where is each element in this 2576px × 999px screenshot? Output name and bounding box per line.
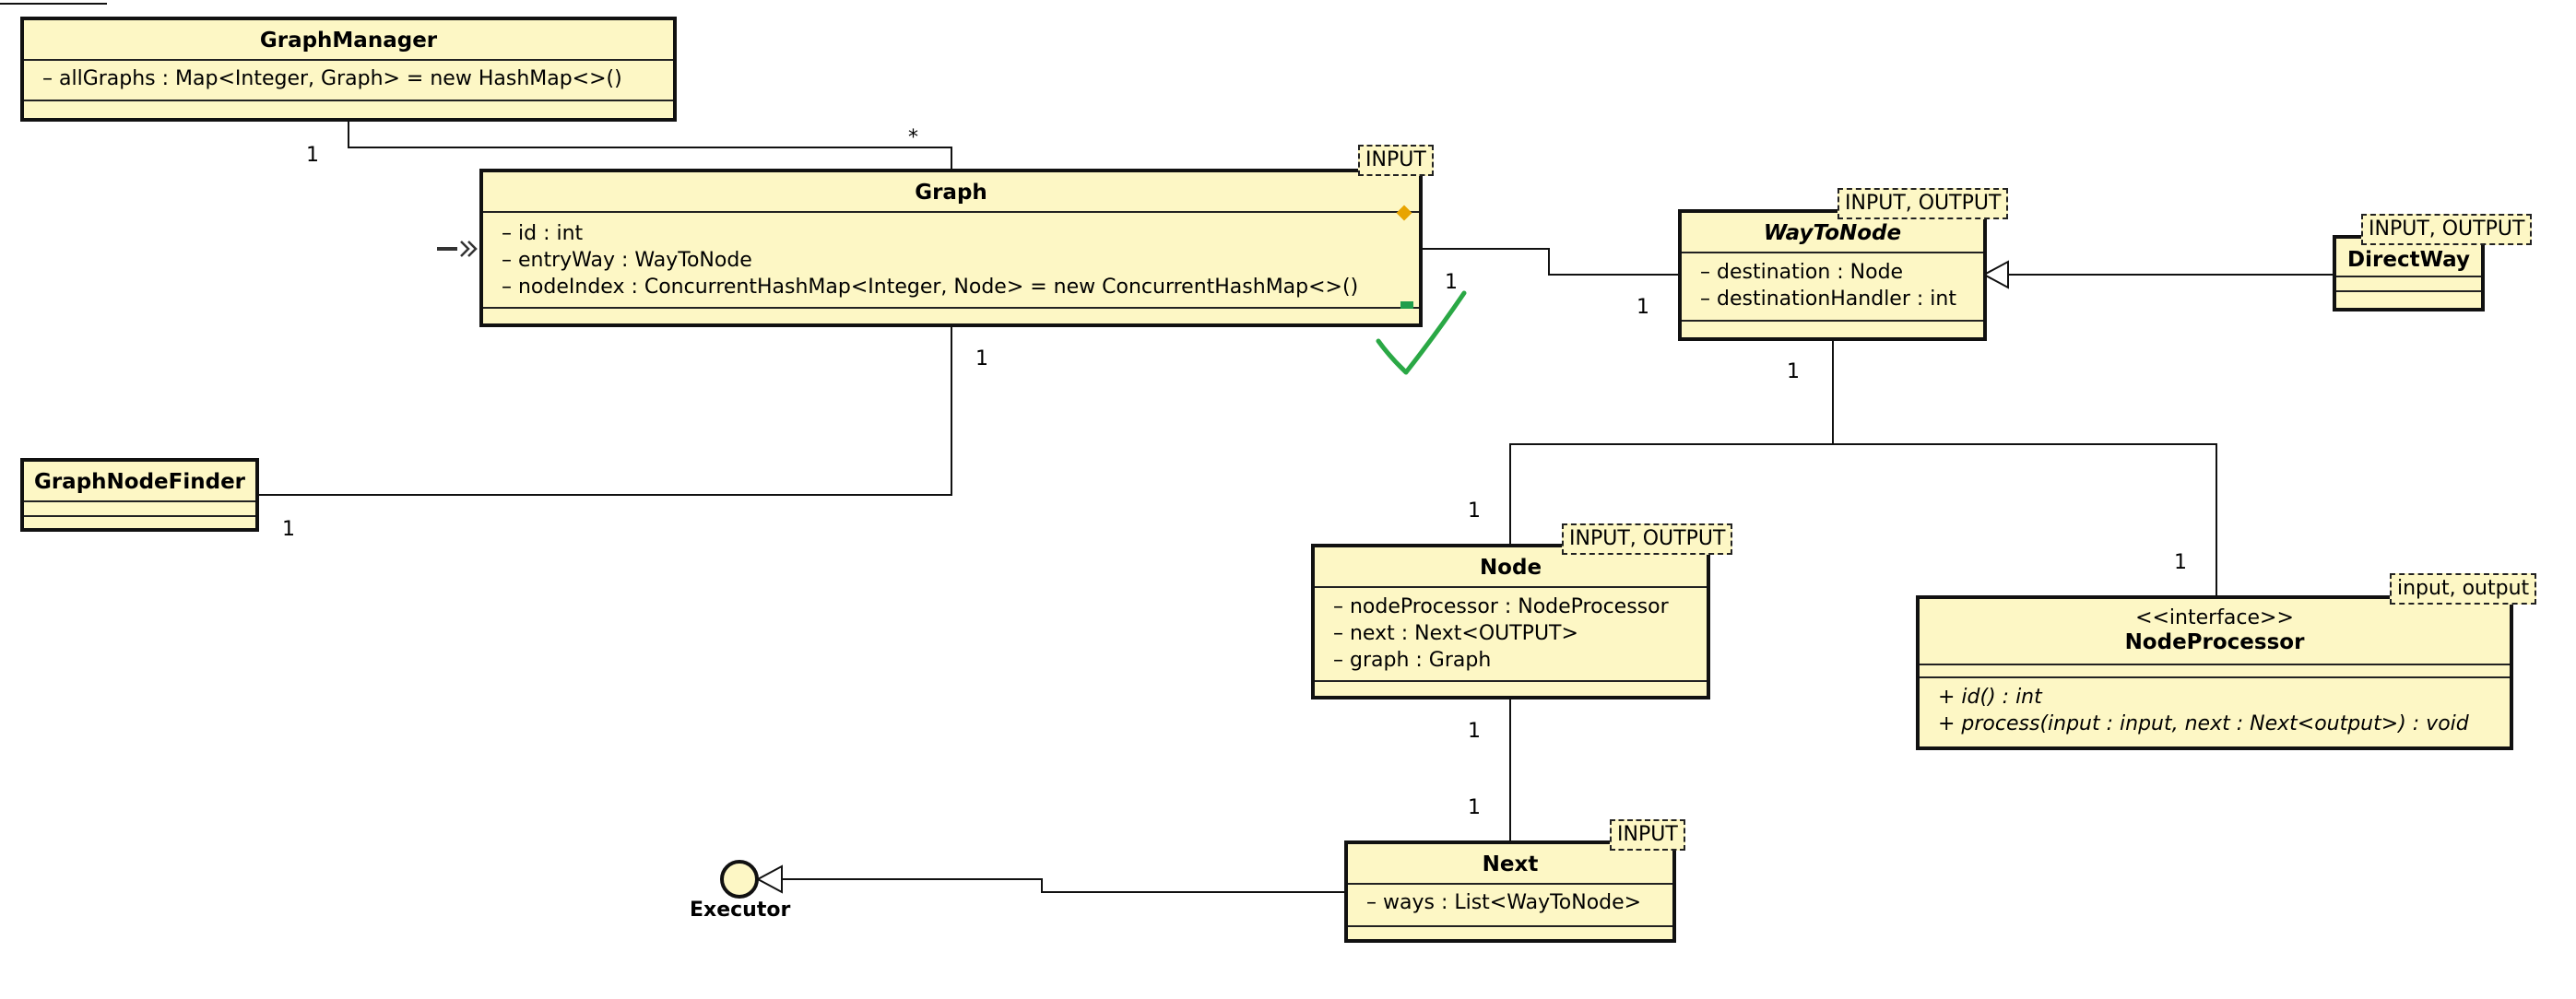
class-graphnodefinder[interactable]: GraphNodeFinder	[20, 458, 259, 532]
attributes-compartment: – ways : List<WayToNode>	[1348, 885, 1672, 927]
class-graphmanager[interactable]: GraphManager – allGraphs : Map<Integer, …	[20, 17, 677, 122]
multiplicity-label: 1	[306, 144, 319, 167]
attributes-compartment	[24, 502, 255, 517]
class-name: Graph	[483, 172, 1419, 213]
multiplicity-label: 1	[975, 347, 988, 370]
class-name: GraphNodeFinder	[24, 462, 255, 502]
attributes-compartment	[2336, 277, 2481, 292]
multiplicity-label: 1	[282, 518, 295, 541]
class-directway[interactable]: DirectWay	[2333, 235, 2485, 311]
attribute-row: – ways : List<WayToNode>	[1366, 891, 1642, 914]
template-parameter-box: input, output	[2390, 573, 2537, 605]
attributes-compartment	[1920, 665, 2510, 678]
class-nodeprocessor[interactable]: <<interface>> NodeProcessor + id() : int…	[1916, 595, 2513, 750]
template-parameter-box: INPUT	[1610, 819, 1685, 851]
association-graph-waytonode	[1423, 248, 1678, 276]
template-parameter-box: INPUT, OUTPUT	[1837, 188, 2009, 219]
multiplicity-label: 1	[1468, 500, 1481, 523]
class-name: DirectWay	[2336, 239, 2481, 277]
generalization-arrowhead	[1981, 260, 2009, 289]
multiplicity-label: 1	[1787, 360, 1800, 383]
multiplicity-label: 1	[2174, 551, 2187, 574]
template-parameter-box: INPUT, OUTPUT	[1562, 523, 1733, 555]
operation-row: + id() : int	[1938, 686, 2042, 709]
attribute-row: – nodeProcessor : NodeProcessor	[1333, 595, 1669, 618]
attribute-row: – entryWay : WayToNode	[502, 249, 752, 272]
class-name-compartment: <<interface>> NodeProcessor	[1920, 599, 2510, 665]
class-graph[interactable]: Graph – id : int – entryWay : WayToNode …	[479, 169, 1423, 327]
class-name: Node	[1315, 547, 1707, 588]
attributes-compartment: – allGraphs : Map<Integer, Graph> = new …	[24, 61, 673, 101]
multiplicity-label: 1	[1445, 271, 1458, 294]
class-name: GraphManager	[24, 20, 673, 61]
operations-compartment: + id() : int + process(input : input, ne…	[1920, 678, 2510, 745]
attributes-compartment: – id : int – entryWay : WayToNode – node…	[483, 213, 1419, 309]
class-name: WayToNode	[1682, 213, 1983, 253]
association-graph-finder	[259, 327, 952, 496]
realization-arrowhead	[755, 864, 783, 894]
attribute-row: – nodeIndex : ConcurrentHashMap<Integer,…	[502, 276, 1359, 299]
checkmark-annotation	[1376, 290, 1467, 375]
entry-arrow-head-1	[460, 241, 470, 257]
entry-arrow-head-2	[467, 241, 478, 257]
association-manager-graph	[348, 122, 952, 169]
class-next[interactable]: Next – ways : List<WayToNode>	[1344, 840, 1676, 943]
interface-label-executor: Executor	[690, 899, 791, 922]
attribute-row: – destination : Node	[1700, 261, 1904, 284]
class-name: NodeProcessor	[2124, 630, 2305, 654]
multiplicity-label: 1	[1468, 796, 1481, 819]
class-waytonode[interactable]: WayToNode – destination : Node – destina…	[1678, 209, 1987, 341]
class-node[interactable]: Node – nodeProcessor : NodeProcessor – n…	[1311, 544, 1710, 699]
multiplicity-label: 1	[1468, 720, 1481, 743]
template-parameter-box: INPUT	[1358, 145, 1434, 176]
attribute-row: – allGraphs : Map<Integer, Graph> = new …	[42, 67, 622, 90]
association-branch	[1509, 443, 2217, 595]
attribute-row: – graph : Graph	[1333, 649, 1492, 672]
executor-interface-circle	[720, 860, 759, 899]
attribute-row: – next : Next<OUTPUT>	[1333, 622, 1578, 645]
multiplicity-label: 1	[1637, 296, 1649, 319]
attribute-row: – destinationHandler : int	[1700, 288, 1956, 311]
template-parameter-box: INPUT, OUTPUT	[2361, 214, 2533, 245]
attributes-compartment: – nodeProcessor : NodeProcessor – next :…	[1315, 588, 1707, 682]
class-name: Next	[1348, 844, 1672, 885]
realization-next-executor	[782, 878, 1344, 893]
stereotype-label: <<interface>>	[2135, 606, 2294, 629]
multiplicity-label: *	[908, 126, 918, 149]
operation-row: + process(input : input, next : Next<out…	[1938, 712, 2469, 735]
attribute-row: – id : int	[502, 222, 584, 245]
connector-end-marker	[1400, 301, 1413, 309]
attributes-compartment: – destination : Node – destinationHandle…	[1682, 253, 1983, 322]
